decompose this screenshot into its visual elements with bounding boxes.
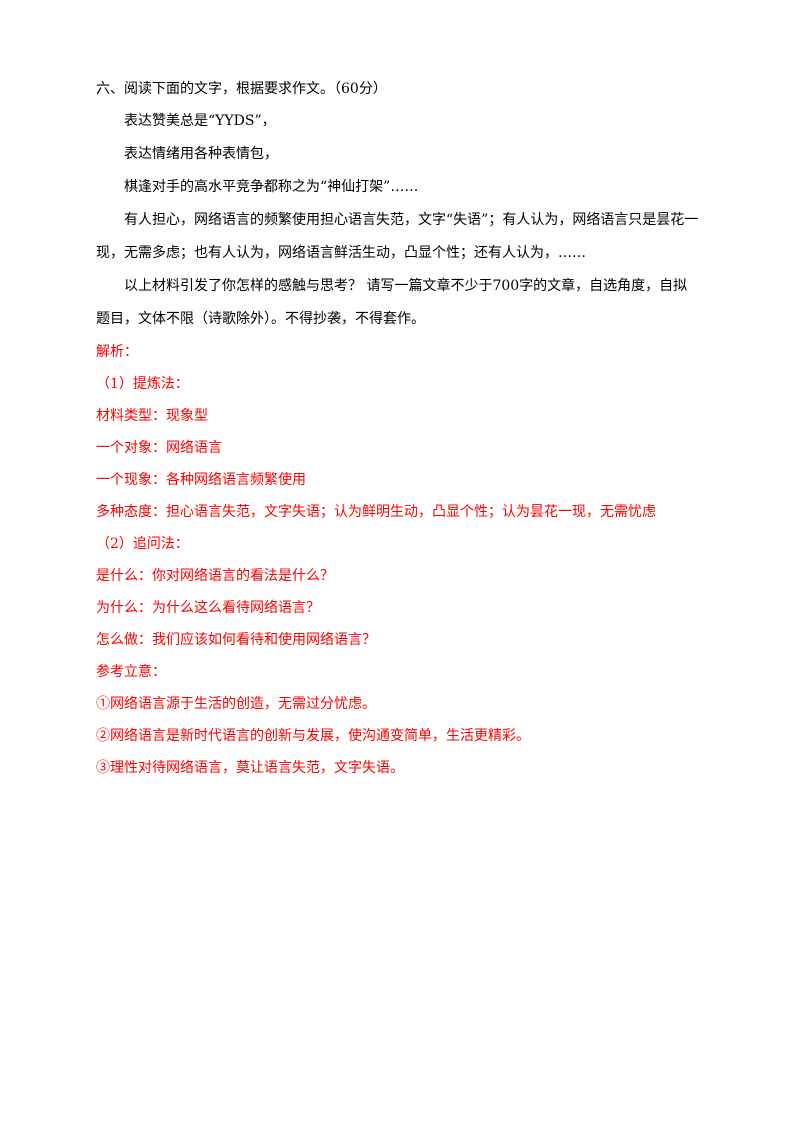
opinions-line-2: 现，无需多虑；也有人认为，网络语言鲜活生动，凸显个性；还有人认为，…… [96,245,586,261]
reference-idea-3: ③理性对待网络语言，莫让语言失范，文字失语。 [96,760,404,776]
requirement-line-1: 以上材料引发了你怎样的感触与思考？ 请写一篇文章不少于700字的文章，自选角度，… [124,278,688,294]
method-refine-heading: （1）提炼法： [96,376,189,392]
material-line-2: 表达情绪用各种表情包， [124,146,278,162]
one-phenomenon: 一个现象：各种网络语言频繁使用 [96,472,306,488]
why-question: 为什么：为什么这么看待网络语言？ [96,600,320,616]
method-question-heading: （2）追问法： [96,536,189,552]
question-section: 六、阅读下面的文字，根据要求作文。（60分） 表达赞美总是“YYDS”， 表达情… [96,79,740,329]
multiple-attitudes: 多种态度：担心语言失范，文字失语；认为鲜明生动，凸显个性；认为昙花一现，无需忧虑 [96,504,656,520]
opinions-paragraph: 有人担心，网络语言的频繁使用担心语言失范，文字“失语”；有人认为，网络语言只是昙… [96,210,740,263]
reference-idea-1: ①网络语言源于生活的创造，无需过分忧虑。 [96,696,376,712]
material-line-3: 棋逢对手的高水平竞争都称之为“神仙打架”…… [124,179,419,195]
question-title: 六、阅读下面的文字，根据要求作文。（60分） [96,81,387,97]
reference-ideas-heading: 参考立意： [96,664,166,680]
opinions-line-1: 有人担心，网络语言的频繁使用担心语言失范，文字“失语”；有人认为，网络语言只是昙… [124,212,699,228]
requirement-paragraph: 以上材料引发了你怎样的感触与思考？ 请写一篇文章不少于700字的文章，自选角度，… [96,276,740,329]
material-type: 材料类型：现象型 [96,408,208,424]
how-question: 怎么做：我们应该如何看待和使用网络语言？ [96,632,376,648]
one-object: 一个对象：网络语言 [96,440,222,456]
reference-idea-2: ②网络语言是新时代语言的创新与发展，使沟通变简单，生活更精彩。 [96,728,530,744]
analysis-heading: 解析： [96,344,138,360]
what-question: 是什么：你对网络语言的看法是什么？ [96,568,334,584]
analysis-section: 解析： （1）提炼法： 材料类型：现象型 一个对象：网络语言 一个现象：各种网络… [96,342,740,778]
requirement-line-2: 题目，文体不限（诗歌除外）。不得抄袭，不得套作。 [96,311,425,327]
material-line-1: 表达赞美总是“YYDS”， [124,113,276,129]
